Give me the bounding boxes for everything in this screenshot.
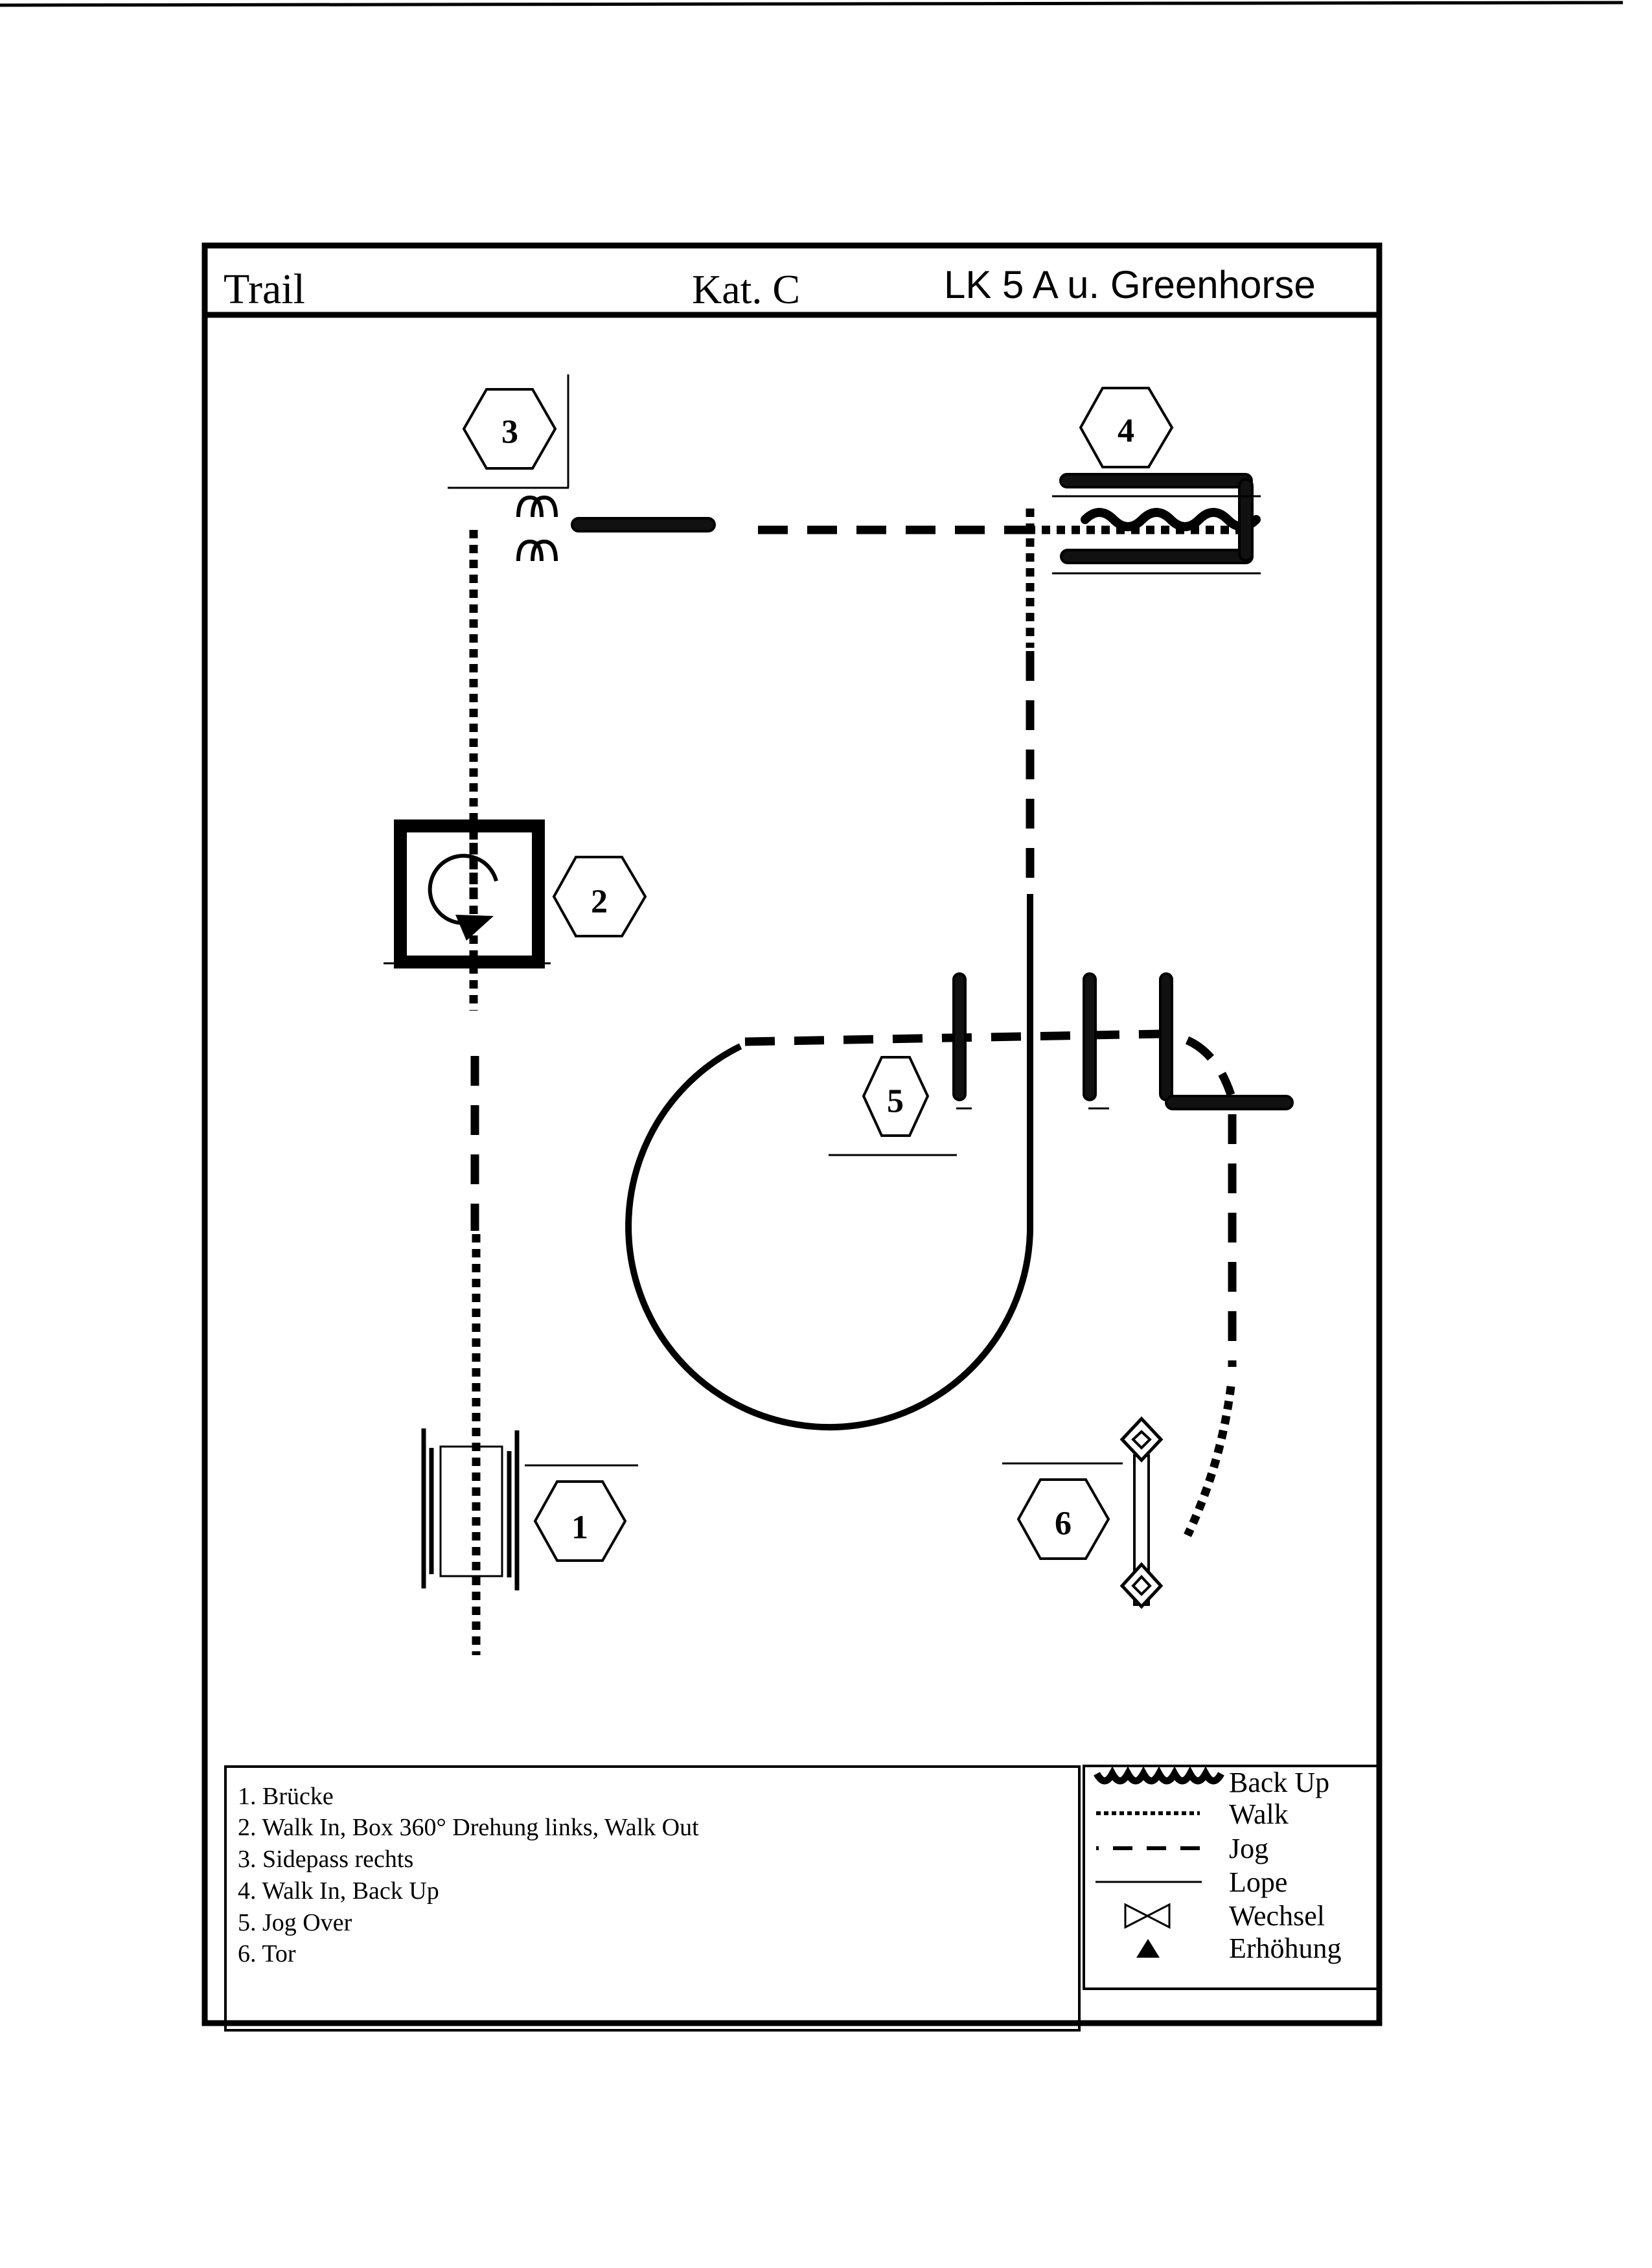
triangle-icon [1136,1939,1160,1958]
obstacle-5-poles [829,972,1294,1156]
obstacle-number-2: 2 [552,856,647,937]
ground-pole [1083,972,1097,1101]
description-item: 2. Walk In, Box 360° Drehung links, Walk… [238,1814,699,1841]
lope-circle [625,1043,1033,1431]
legend-label: Jog [1229,1833,1268,1864]
sidepass-pole-icon [571,517,716,533]
scan-edge-line [0,1,1623,7]
arrow-head-icon [455,915,494,941]
header-class: LK 5 A u. Greenhorse [944,263,1316,306]
obstacle-number-5: 5 [862,1056,930,1137]
ground-pole [1159,972,1173,1101]
jog-segment-poles [744,1029,1235,1097]
description-box: 1. Brücke 2. Walk In, Box 360° Drehung l… [224,1765,1081,2032]
svg-text:4: 4 [1118,413,1134,450]
description-item: 1. Brücke [238,1783,334,1810]
gate-post-icon [1119,1562,1164,1609]
chute-pole-end [1238,478,1254,562]
obstacle-2-box [384,819,551,968]
box-icon [394,819,545,968]
svg-text:1: 1 [571,1509,588,1546]
legend-label: Lope [1229,1866,1287,1898]
legend-label: Erhöhung [1229,1932,1342,1964]
svg-text:5: 5 [887,1083,904,1120]
svg-text:2: 2 [591,884,608,921]
chute-pole-bottom [1060,549,1254,564]
header-category: Kat. C [692,266,800,312]
course-frame [201,242,1382,2026]
legend-label: Wechsel [1229,1900,1325,1932]
obstacle-number-6: 6 [1016,1478,1110,1560]
obstacle-4-backup [1052,473,1261,575]
bowtie-icon [1124,1903,1171,1929]
legend-label: Walk [1229,1798,1289,1830]
description-item: 3. Sidepass rechts [238,1846,413,1873]
legend-box: Back Up Walk Jog Lope Wechsel Erhöhung [1083,1765,1381,1990]
cone-icon [516,495,558,562]
description-item: 5. Jog Over [238,1909,352,1936]
wavy-line-icon [1094,1766,1224,1785]
obstacle-number-3: 3 [462,388,557,470]
header: Trail Kat. C LK 5 A u. Greenhorse [224,263,1316,313]
legend-label: Back Up [1229,1767,1329,1798]
bridge-icon [439,1445,503,1577]
route [469,508,1261,1655]
header-title: Trail [224,266,305,313]
chute-pole-top [1059,473,1253,488]
gate-post-icon [1119,1416,1164,1463]
obstacle-6-gate [1002,1416,1164,1609]
description-item: 6. Tor [238,1940,296,1967]
description-item: 4. Walk In, Back Up [238,1877,439,1905]
obstacle-3-sidepass [448,374,716,562]
rotate-left-icon [428,854,498,926]
obstacle-1-bridge [421,1428,638,1590]
obstacle-number-1: 1 [533,1480,627,1562]
svg-text:3: 3 [501,414,518,451]
backup-wavy-line [1081,508,1261,531]
ground-pole [952,972,967,1101]
obstacle-number-4: 4 [1079,387,1174,468]
walk-segment-gate [1184,1386,1235,1537]
ground-pole [1165,1095,1294,1110]
svg-text:6: 6 [1055,1506,1072,1542]
